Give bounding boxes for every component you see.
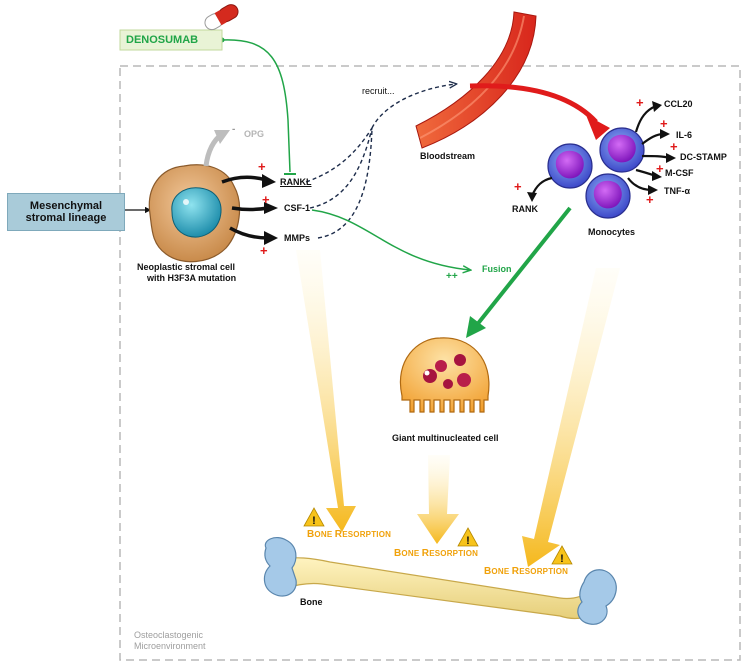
bone-head-right xyxy=(577,569,617,625)
output-ccl20: CCL20 xyxy=(664,99,693,109)
recruit-dashed-lines xyxy=(305,84,456,239)
opg-label: OPG xyxy=(244,129,265,139)
bone-head-left xyxy=(263,536,297,597)
microenvironment-frame xyxy=(119,65,741,661)
csf1-fusion-line xyxy=(311,209,470,270)
monocytes-label: Monocytes xyxy=(588,227,636,237)
denosumab-label: DENOSUMAB xyxy=(126,34,199,46)
warning-icon-right: ! xyxy=(551,545,573,565)
bone-resorption-left: BONE RESORPTION xyxy=(307,529,391,540)
monocyte-3 xyxy=(585,173,631,219)
resorption-arrows xyxy=(296,250,620,567)
warning-mark-right: ! xyxy=(560,553,564,565)
bone-resorption-right: BONE RESORPTION xyxy=(484,566,568,577)
output-mcsf: M-CSF xyxy=(665,168,694,178)
warning-mark-middle: ! xyxy=(466,535,470,547)
resorption-r-right: R xyxy=(511,566,520,577)
stromal-cell-caption-line2: with H3F3A mutation xyxy=(147,273,237,283)
resorption-arrow-right xyxy=(522,268,620,567)
lineage-label-line2: stromal lineage xyxy=(25,212,107,224)
giant-multinucleated-cell xyxy=(399,337,490,413)
giant-cell-label: Giant multinucleated cell xyxy=(392,433,499,443)
denosumab-label-box xyxy=(119,29,223,51)
plus-rank: + xyxy=(514,179,522,194)
denosumab-inhibition-line xyxy=(221,39,291,173)
resorption-one-right: ONE xyxy=(491,567,512,576)
resorption-b-right: B xyxy=(484,566,492,577)
mesenchymal-lineage-box: Mesenchymal stromal lineage xyxy=(7,193,125,231)
plus-rankl: + xyxy=(258,159,266,174)
bone-resorption-middle: BONE RESORPTION xyxy=(394,548,478,559)
output-tnfa: TNF-α xyxy=(664,186,691,196)
bloodstream-label: Bloodstream xyxy=(420,151,476,161)
monocyte-2 xyxy=(599,127,645,173)
monocyte-cluster xyxy=(547,127,645,219)
rank-label: RANK xyxy=(512,204,538,214)
plus-mcsf: + xyxy=(656,161,664,176)
warning-icon-middle: ! xyxy=(457,527,479,547)
denosumab-drug xyxy=(119,4,239,51)
opg-sign: - xyxy=(232,124,236,135)
warning-icon-left: ! xyxy=(303,507,325,527)
plus-ccl20: + xyxy=(636,95,644,110)
fusion-sign: ++ xyxy=(446,271,458,282)
bloodstream-to-monocytes-arrow xyxy=(469,83,598,124)
recruit-label: recruit... xyxy=(362,86,395,96)
bone-label: Bone xyxy=(300,597,323,607)
monocyte-output-heads xyxy=(527,101,676,202)
mmps-label: MMPs xyxy=(284,233,311,243)
bloodstream-vessel xyxy=(415,11,537,149)
bloodstream-arrowhead xyxy=(586,115,610,140)
plus-mmps: + xyxy=(260,243,268,258)
output-dcstamp: DC-STAMP xyxy=(680,152,727,162)
resorption-esorption-left: ESORPTION xyxy=(342,530,392,539)
stromal-cell-nucleus xyxy=(171,187,222,238)
csf1-label: CSF-1 xyxy=(284,203,311,213)
lineage-label-line1: Mesenchymal xyxy=(29,200,103,212)
microenvironment-label-line2: Microenvironment xyxy=(134,641,206,651)
resorption-esorption-middle: ESORPTION xyxy=(429,549,479,558)
fusion-label: Fusion xyxy=(482,264,512,274)
resorption-b-middle: B xyxy=(394,548,402,559)
microenvironment-label-line1: Osteoclastogenic xyxy=(134,630,204,640)
warning-mark-left: ! xyxy=(312,515,316,527)
bone xyxy=(263,536,617,625)
rankl-label: RANKL xyxy=(280,177,312,187)
plus-il6: + xyxy=(660,116,668,131)
resorption-b-left: B xyxy=(307,529,315,540)
bloodstream-highlight xyxy=(419,15,525,139)
monocyte-1 xyxy=(547,143,593,189)
monocyte-to-giant-cell-arrow xyxy=(474,206,572,328)
resorption-r-left: R xyxy=(334,529,343,540)
resorption-arrow-left xyxy=(296,250,356,532)
plus-dcstamp: + xyxy=(670,139,678,154)
resorption-one-middle: ONE xyxy=(401,549,422,558)
plus-csf1: + xyxy=(262,192,270,207)
resorption-arrow-middle xyxy=(417,455,459,544)
resorption-one-left: ONE xyxy=(314,530,335,539)
resorption-esorption-right: ESORPTION xyxy=(519,567,569,576)
giant-cell-body xyxy=(399,337,490,413)
capsule-icon xyxy=(204,4,239,31)
neoplastic-stromal-cell xyxy=(148,164,241,263)
factor-arrows xyxy=(221,174,278,245)
output-il6: IL-6 xyxy=(676,130,693,140)
resorption-r-middle: R xyxy=(421,548,430,559)
warning-icons: ! ! ! xyxy=(303,507,573,565)
stromal-cell-caption-line1: Neoplastic stromal cell xyxy=(137,262,236,272)
plus-tnfa: + xyxy=(646,192,654,207)
